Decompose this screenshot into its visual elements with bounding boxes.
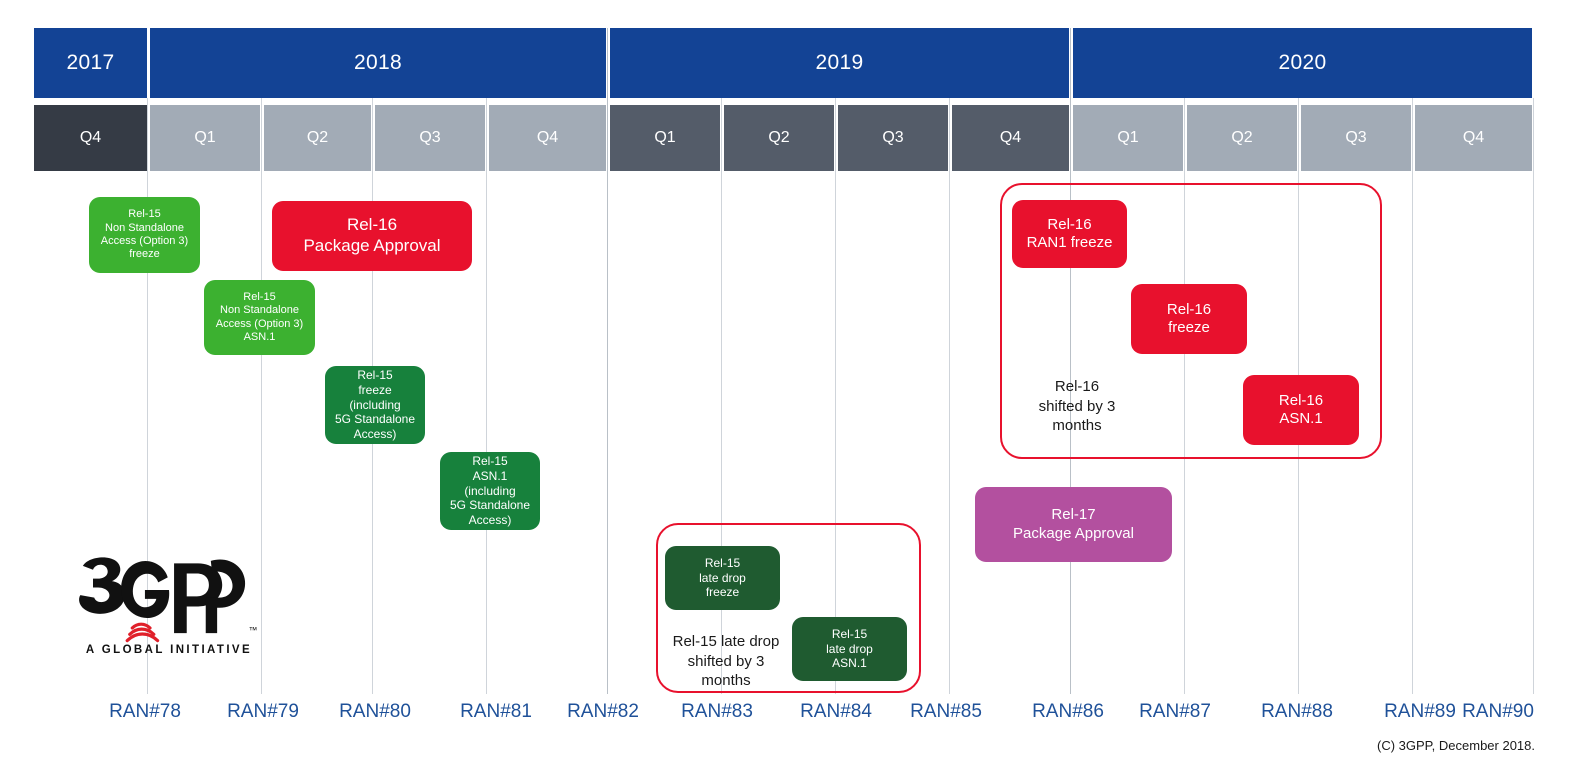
ran-meeting-label-RAN88: RAN#88 [1261, 701, 1333, 722]
year-header-2017: 2017 [34, 28, 147, 98]
milestone-rel16-freeze[interactable]: Rel-16 freeze [1131, 284, 1247, 354]
ran-meeting-label-RAN83: RAN#83 [681, 701, 753, 722]
milestone-rel15-late-drop-asn1[interactable]: Rel-15 late drop ASN.1 [792, 617, 907, 681]
ran-meeting-label-RAN79: RAN#79 [227, 701, 299, 722]
gridline [1184, 98, 1185, 694]
milestone-rel16-ran1-freeze[interactable]: Rel-16 RAN1 freeze [1012, 200, 1127, 268]
quarter-cell-2020-Q2: Q2 [1187, 105, 1297, 171]
quarter-cell-2017-Q4: Q4 [34, 105, 147, 171]
group-outline-rel16-shift-group [1000, 183, 1382, 459]
milestone-rel16-asn1[interactable]: Rel-16 ASN.1 [1243, 375, 1359, 445]
gridline [147, 98, 148, 694]
milestone-rel15-nsa-option3-freeze[interactable]: Rel-15 Non Standalone Access (Option 3) … [89, 197, 200, 273]
gridline [1070, 28, 1071, 694]
quarter-cell-2018-Q3: Q3 [375, 105, 485, 171]
gridline [486, 98, 487, 694]
milestone-label: Rel-16 RAN1 freeze [1026, 215, 1113, 251]
3gpp-logo: ™ A GLOBAL INITIATIVE [74, 552, 264, 667]
year-header-2019: 2019 [610, 28, 1069, 98]
milestone-rel15-asn1-5g-sa[interactable]: Rel-15 ASN.1 (including 5G Standalone Ac… [440, 452, 540, 530]
ran-meeting-label-RAN90: RAN#90 [1462, 701, 1534, 722]
copyright-notice: (C) 3GPP, December 2018. [1377, 738, 1535, 753]
ran-meeting-label-RAN80: RAN#80 [339, 701, 411, 722]
quarter-cell-2020-Q4: Q4 [1415, 105, 1532, 171]
gridline [1412, 98, 1413, 694]
milestone-rel15-nsa-option3-asn1[interactable]: Rel-15 Non Standalone Access (Option 3) … [204, 280, 315, 355]
milestone-label: Rel-16 Package Approval [303, 215, 441, 255]
gridline [949, 98, 950, 694]
ran-meeting-label-RAN81: RAN#81 [460, 701, 532, 722]
milestone-label: Rel-15 ASN.1 (including 5G Standalone Ac… [449, 454, 531, 527]
quarter-cell-2019-Q4: Q4 [952, 105, 1069, 171]
ran-meeting-label-RAN82: RAN#82 [567, 701, 639, 722]
gridline [607, 28, 608, 694]
milestone-label: Rel-16 ASN.1 [1278, 391, 1324, 427]
year-header-2018: 2018 [150, 28, 606, 98]
ran-meeting-label-RAN87: RAN#87 [1139, 701, 1211, 722]
ran-meeting-label-RAN89: RAN#89 [1384, 701, 1456, 722]
milestone-label: Rel-15 Non Standalone Access (Option 3) … [100, 208, 189, 261]
milestone-label: Rel-15 Non Standalone Access (Option 3) … [215, 290, 304, 343]
logo-tagline: A GLOBAL INITIATIVE [85, 644, 253, 656]
3gpp-logo-icon: ™ [79, 557, 258, 643]
note-rel15-late-drop-shift-note: Rel-15 late drop shifted by 3 months [672, 633, 780, 689]
milestone-rel17-package-approval[interactable]: Rel-17 Package Approval [975, 487, 1172, 562]
year-header-2020: 2020 [1073, 28, 1532, 98]
gridline [1533, 98, 1534, 694]
ran-meeting-label-RAN86: RAN#86 [1032, 701, 1104, 722]
trademark-glyph: ™ [249, 625, 258, 635]
gridline [835, 98, 836, 694]
milestone-label: Rel-15 late drop ASN.1 [826, 627, 873, 671]
ran-meeting-label-RAN85: RAN#85 [910, 701, 982, 722]
milestone-label: Rel-15 freeze (including 5G Standalone A… [334, 368, 416, 441]
milestone-label: Rel-16 freeze [1166, 300, 1212, 336]
quarter-cell-2019-Q1: Q1 [610, 105, 720, 171]
quarter-cell-2019-Q2: Q2 [724, 105, 834, 171]
ran-meeting-label-RAN84: RAN#84 [800, 701, 872, 722]
group-outline-rel15-late-drop-shift-group [656, 523, 921, 693]
milestone-rel16-package-approval[interactable]: Rel-16 Package Approval [272, 201, 472, 271]
quarter-cell-2020-Q3: Q3 [1301, 105, 1411, 171]
gridline [721, 98, 722, 694]
quarter-cell-2018-Q1: Q1 [150, 105, 260, 171]
quarter-cell-2020-Q1: Q1 [1073, 105, 1183, 171]
milestone-label: Rel-17 Package Approval [1013, 506, 1134, 542]
ran-meeting-label-RAN78: RAN#78 [109, 701, 181, 722]
note-rel16-shift-note: Rel-16 shifted by 3 months [1038, 378, 1116, 434]
quarter-cell-2019-Q3: Q3 [838, 105, 948, 171]
milestone-rel15-freeze-5g-sa[interactable]: Rel-15 freeze (including 5G Standalone A… [325, 366, 425, 444]
milestone-rel15-late-drop-freeze[interactable]: Rel-15 late drop freeze [665, 546, 780, 610]
quarter-cell-2018-Q2: Q2 [264, 105, 371, 171]
quarter-cell-2018-Q4: Q4 [489, 105, 606, 171]
gridline [261, 98, 262, 694]
milestone-label: Rel-15 late drop freeze [699, 556, 746, 600]
